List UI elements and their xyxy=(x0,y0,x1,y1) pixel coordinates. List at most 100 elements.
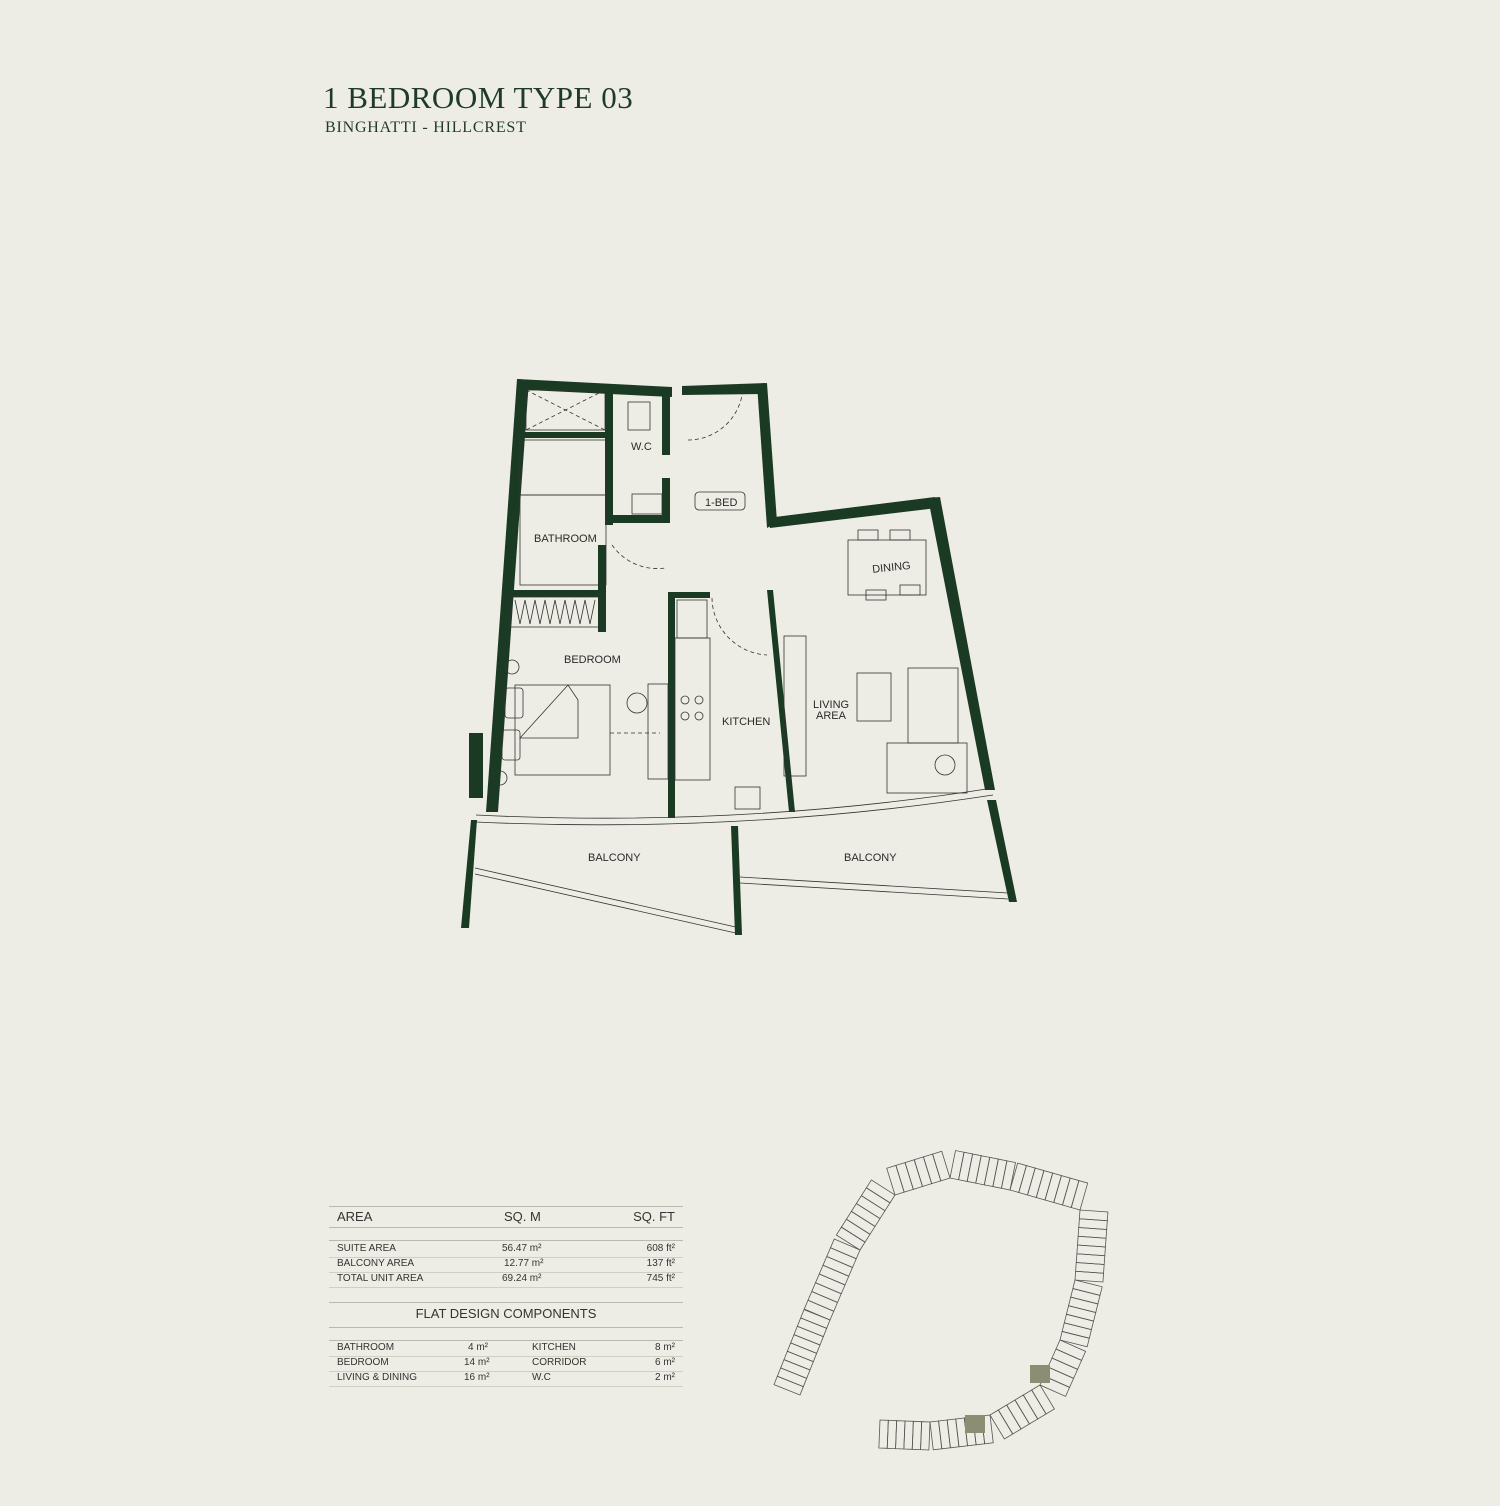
site-unit xyxy=(992,1158,1008,1189)
site-unit xyxy=(1070,1180,1089,1211)
site-unit xyxy=(904,1159,924,1190)
project-name: BINGHATTI - HILLCREST xyxy=(325,119,527,136)
site-unit xyxy=(855,1195,886,1220)
site-unit xyxy=(1059,1330,1090,1348)
table-row: BEDROOM 14 m² CORRIDOR 6 m² xyxy=(329,1356,683,1372)
component-name: BATHROOM xyxy=(337,1342,395,1353)
site-unit xyxy=(922,1153,942,1185)
site-unit xyxy=(829,1238,861,1260)
row-sqft: 745 ft² xyxy=(646,1273,675,1284)
site-unit xyxy=(793,1325,824,1346)
site-unit xyxy=(966,1153,982,1184)
component-area: 14 m² xyxy=(464,1357,490,1368)
component-name: BEDROOM xyxy=(337,1357,389,1368)
row-label: BALCONY AREA xyxy=(337,1258,415,1269)
site-unit xyxy=(865,1179,896,1204)
site-unit xyxy=(811,1282,842,1304)
site-unit xyxy=(773,1375,804,1396)
site-unit xyxy=(1063,1313,1095,1331)
site-unit xyxy=(1035,1170,1054,1201)
header-area: AREA xyxy=(337,1209,373,1224)
site-unit xyxy=(989,1409,1014,1440)
site-unit xyxy=(932,1150,951,1182)
component-area: 4 m² xyxy=(468,1342,488,1353)
highlighted-unit xyxy=(1030,1365,1050,1383)
room-label-dining: DINING xyxy=(872,560,912,576)
room-label-kitchen: KITCHEN xyxy=(722,716,770,728)
site-unit xyxy=(903,1420,914,1450)
component-name: W.C xyxy=(532,1372,551,1383)
site-unit xyxy=(780,1359,811,1379)
room-label-area: AREA xyxy=(816,710,847,722)
highlighted-unit xyxy=(965,1415,985,1433)
site-unit xyxy=(975,1155,991,1186)
site-unit xyxy=(1074,1270,1104,1283)
component-name: LIVING & DINING xyxy=(337,1372,418,1383)
site-unit xyxy=(1000,1160,1016,1191)
divider xyxy=(329,1327,683,1328)
site-unit xyxy=(807,1290,839,1312)
fixtures xyxy=(474,384,1009,935)
site-unit xyxy=(913,1156,933,1188)
walls xyxy=(461,379,1017,935)
divider xyxy=(329,1240,683,1241)
component-area: 6 m² xyxy=(655,1357,675,1368)
component-area: 8 m² xyxy=(655,1342,675,1353)
site-unit xyxy=(886,1419,898,1450)
site-unit xyxy=(1065,1305,1097,1322)
table-row: SUITE AREA 56.47 m² 608 ft² xyxy=(329,1242,683,1258)
header-sqft: SQ. FT xyxy=(633,1209,675,1224)
site-unit xyxy=(1061,1322,1092,1339)
room-label-bathroom: BATHROOM xyxy=(534,533,597,545)
site-unit xyxy=(822,1255,854,1277)
site-unit xyxy=(1062,1177,1080,1208)
table-row: BATHROOM 4 m² KITCHEN 8 m² xyxy=(329,1341,683,1357)
component-area: 2 m² xyxy=(655,1372,675,1383)
site-unit xyxy=(826,1247,857,1269)
site-unit xyxy=(1044,1172,1062,1203)
site-unit xyxy=(790,1334,821,1354)
site-unit xyxy=(878,1419,889,1449)
page-title: 1 BEDROOM TYPE 03 xyxy=(323,80,634,115)
site-unit xyxy=(1047,1357,1079,1379)
site-unit xyxy=(895,1420,906,1450)
table-row: BALCONY AREA 12.77 m² 137 ft² xyxy=(329,1257,683,1273)
site-unit xyxy=(1068,1296,1099,1313)
room-labels: W.C 1-BED BATHROOM DINING BEDROOM KITCHE… xyxy=(534,441,911,864)
site-unit xyxy=(800,1309,831,1329)
site-unit xyxy=(786,1342,818,1363)
row-sqft: 608 ft² xyxy=(646,1243,675,1254)
row-sqft: 137 ft² xyxy=(646,1258,675,1269)
site-unit xyxy=(958,1151,974,1182)
site-unit xyxy=(1070,1288,1101,1305)
row-sqm: 56.47 m² xyxy=(502,1243,542,1254)
room-label-balcony-right: BALCONY xyxy=(844,852,897,864)
site-unit xyxy=(1053,1175,1071,1206)
area-table-header: AREA SQ. M SQ. FT xyxy=(329,1209,683,1229)
row-sqm: 69.24 m² xyxy=(502,1273,542,1284)
component-name: KITCHEN xyxy=(532,1342,576,1353)
row-sqm: 12.77 m² xyxy=(504,1258,544,1269)
divider xyxy=(329,1227,683,1228)
row-label: SUITE AREA xyxy=(337,1243,396,1254)
site-unit xyxy=(1027,1167,1045,1198)
room-label-balcony-left: BALCONY xyxy=(588,852,641,864)
site-unit xyxy=(1051,1348,1083,1370)
component-name: CORRIDOR xyxy=(532,1357,587,1368)
table-row: LIVING & DINING 16 m² W.C 2 m² xyxy=(329,1371,683,1387)
room-label-wc: W.C xyxy=(631,441,652,453)
row-label: TOTAL UNIT AREA xyxy=(337,1273,424,1284)
site-unit xyxy=(796,1317,828,1338)
room-label-living: LIVING xyxy=(813,699,849,711)
site-unit xyxy=(803,1299,835,1321)
divider xyxy=(329,1302,683,1303)
site-unit xyxy=(783,1350,814,1371)
site-unit xyxy=(949,1150,965,1181)
site-unit xyxy=(911,1420,923,1451)
site-unit xyxy=(840,1218,871,1243)
site-unit xyxy=(845,1210,876,1235)
room-label-1bed: 1-BED xyxy=(705,497,737,509)
divider xyxy=(329,1206,683,1207)
site-unit xyxy=(776,1367,808,1388)
